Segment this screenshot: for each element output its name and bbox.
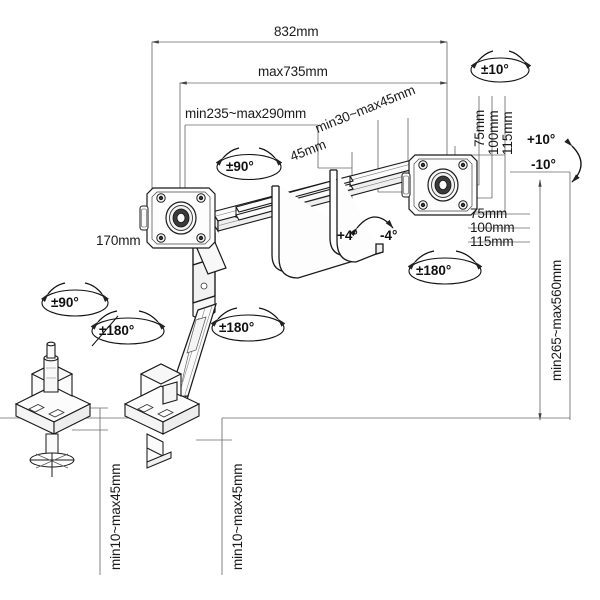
- dimension-label-monitor-height-range: min235~max290mm: [185, 106, 307, 121]
- angle-label-pan-10-top: ±10°: [481, 62, 509, 77]
- angle-label-tilt-plus-4: +4°: [337, 228, 358, 243]
- dimension-label-column-height-range: min265~max560mm: [549, 259, 564, 381]
- dimension-label-max-span: max735mm: [258, 64, 328, 79]
- dimension-label-vesa-115-top: 115mm: [500, 111, 515, 155]
- arc-ellipse-90-mid: [216, 153, 282, 181]
- vesa-plate-left: [139, 187, 216, 249]
- angle-label-swivel-mid: ±90°: [226, 159, 254, 174]
- arc-ellipse-180-left: [91, 317, 165, 345]
- angle-label-tilt-minus-4: -4°: [380, 228, 398, 243]
- arm-to-clamp-joint: [162, 381, 178, 405]
- arc-ellipse-10-top: [470, 57, 530, 83]
- vesa-plate-right: [401, 154, 478, 216]
- dimension-label-left-offset: 170mm: [96, 233, 141, 248]
- angle-label-tilt-plus-10: +10°: [527, 132, 556, 147]
- angle-label-rotate-arm: ±180°: [219, 320, 255, 335]
- dimension-label-vesa-100-bottom: 100mm: [470, 220, 515, 235]
- dimension-label-vesa-75-top: 75mm: [472, 109, 487, 147]
- dimension-label-clamp-left: min10~max45mm: [108, 463, 123, 570]
- angle-label-swivel-left: ±90°: [51, 295, 79, 310]
- angle-label-tilt-minus-10: -10°: [531, 157, 556, 172]
- arc-ellipse-90-left: [41, 289, 109, 317]
- arc-tilt-4: [349, 216, 394, 237]
- riser-post-left: [43, 341, 59, 393]
- angle-label-rotate-left: ±180°: [99, 323, 135, 338]
- angle-label-rotate-right: ±180°: [416, 263, 452, 278]
- angle-arcs: [41, 50, 582, 347]
- desk-clamp-installed: [124, 363, 200, 469]
- desk-clamp-grommet: [15, 363, 91, 477]
- arc-tilt-10-right: [564, 138, 582, 183]
- dimension-label-overall-width: 832mm: [274, 24, 319, 39]
- dimension-label-vesa-75-bottom: 75mm: [470, 206, 508, 221]
- arc-ellipse-180-arm: [211, 314, 285, 342]
- dimension-label-vesa-115-bottom: 115mm: [470, 234, 514, 249]
- dimension-label-vesa-100-top: 100mm: [486, 110, 501, 155]
- dimension-label-clamp-right: min10~max45mm: [230, 463, 245, 570]
- arc-ellipse-180-right: [408, 257, 482, 285]
- monitor-arm-assembly: [15, 154, 478, 477]
